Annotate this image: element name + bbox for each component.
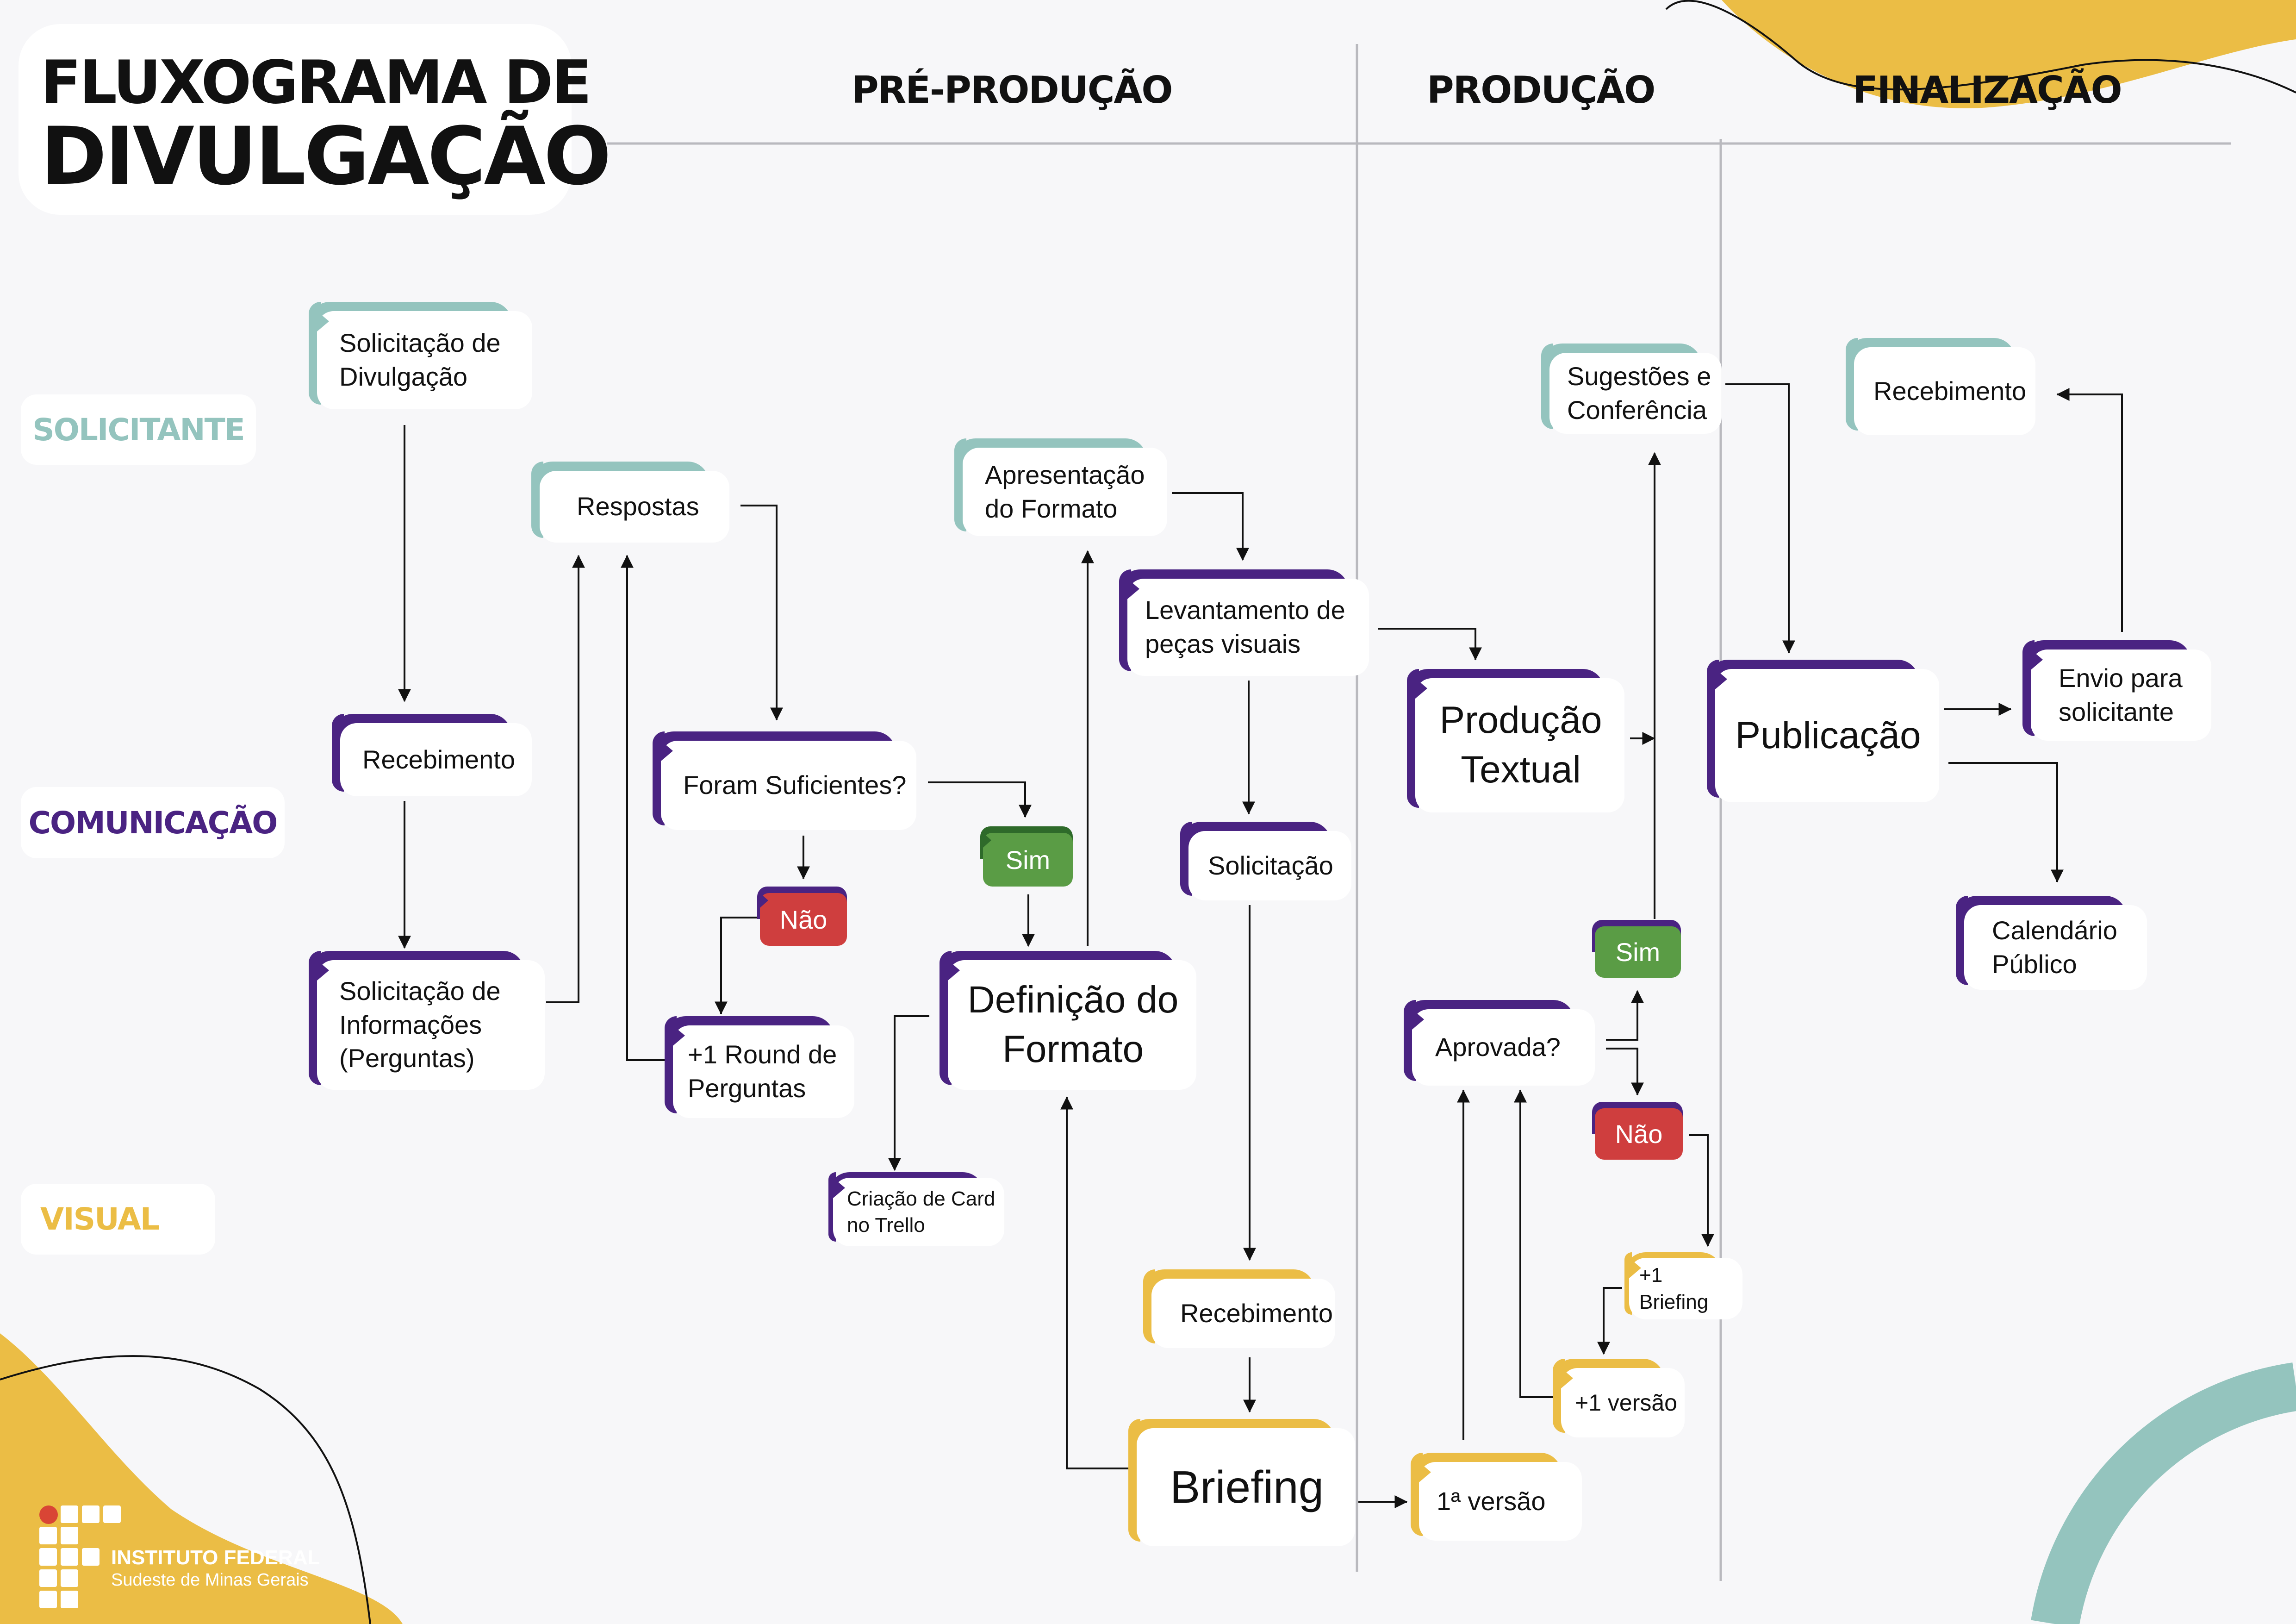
node-calendario-publico: Calendário Público	[1956, 896, 2147, 990]
arrow-mais-versao-aprovada	[1514, 1089, 1553, 1398]
arrow-envio-recebimento	[2056, 388, 2123, 632]
node-foram-suficientes: Foram Suficientes?	[653, 731, 916, 830]
arrow-levantamento-producao	[1378, 628, 1482, 661]
phase-producao: PRODUÇÃO	[1427, 69, 1655, 112]
title-line-1: FLUXOGRAMA DE	[41, 48, 592, 117]
node-mais-briefing: +1 Briefing	[1624, 1252, 1742, 1319]
arrow-apresentacao-levantamento	[1172, 492, 1249, 561]
pill-sim-2: Sim	[1592, 920, 1681, 978]
logo-institution-name: INSTITUTO FEDERAL	[111, 1546, 320, 1569]
node-mais-versao: +1 versão	[1553, 1359, 1685, 1437]
bottom-left-curve	[0, 1355, 371, 1624]
arrow-aprovada-sim	[1606, 990, 1644, 1041]
node-apresentacao-formato: Apresentação do Formato	[954, 438, 1167, 536]
arrow-foram-sim	[928, 781, 1032, 818]
pill-nao-1: Não	[757, 887, 847, 946]
arrow-aprovada-nao	[1606, 1048, 1644, 1096]
bottom-right-arc	[2031, 1362, 2296, 1624]
arrow-mais-briefing-mais-versao	[1597, 1287, 1622, 1355]
node-envio-solicitante: Envio para solicitante	[2022, 640, 2211, 741]
arrow-round-respostas	[621, 555, 665, 1061]
pill-sim-1: Sim	[980, 826, 1073, 887]
phase-finalizacao: FINALIZAÇÃO	[1853, 69, 2122, 112]
node-solicitacao-divulgacao: Solicitação de Divulgação	[309, 302, 532, 409]
node-recebimento-comunicacao: Recebimento	[332, 714, 532, 796]
title-card: FLUXOGRAMA DE DIVULGAÇÃO	[19, 24, 611, 215]
lane-comunicacao: COMUNICAÇÃO	[21, 787, 285, 858]
node-criacao-card: Criação de Card no Trello	[828, 1172, 1004, 1246]
node-recebimento-solicitante: Recebimento	[1846, 338, 2035, 435]
lane-visual: VISUAL	[21, 1184, 215, 1255]
bottom-left-blob	[0, 1333, 403, 1624]
node-solicitacao-informacoes: Solicitação de Informações (Perguntas)	[309, 951, 545, 1090]
top-right-blob	[1722, 0, 2296, 108]
arrow-definicao-card	[888, 1015, 929, 1171]
node-briefing: Briefing	[1128, 1419, 1355, 1546]
logo-campus-name: Sudeste de Minas Gerais	[111, 1570, 309, 1590]
arrow-solicitacaoinfo-respostas	[546, 555, 585, 1003]
node-definicao-formato: Definição do Formato	[940, 951, 1196, 1090]
title-line-2: DIVULGAÇÃO	[41, 110, 611, 203]
arrow-nao-round	[715, 917, 764, 1015]
pill-nao-2: Não	[1592, 1102, 1683, 1160]
node-publicacao: Publicação	[1707, 660, 1939, 802]
node-primeira-versao: 1ª versão	[1411, 1453, 1582, 1541]
arrow-sugestoes-publicacao	[1725, 383, 1795, 654]
arrow-nao-mais-briefing	[1689, 1134, 1714, 1247]
arrow-briefing-definicao	[1060, 1096, 1132, 1469]
node-respostas: Respostas	[531, 462, 729, 543]
arrow-publicacao-calendario	[1948, 762, 2064, 883]
arrow-respostas-foram	[740, 505, 783, 721]
node-sugestoes-conferencia: Sugestões e Conferência	[1541, 344, 1722, 434]
phase-pre-producao: PRÉ-PRODUÇÃO	[852, 69, 1173, 112]
node-solicitacao: Solicitação	[1180, 822, 1351, 900]
top-right-curve	[1665, 0, 2296, 94]
node-levantamento-pecas: Levantamento de peças visuais	[1119, 569, 1369, 676]
node-producao-textual: Produção Textual	[1407, 669, 1624, 812]
node-aprovada: Aprovada?	[1404, 1000, 1595, 1086]
node-round-perguntas: +1 Round de Perguntas	[665, 1016, 854, 1118]
lane-solicitante: SOLICITANTE	[21, 394, 256, 465]
node-recebimento-visual: Recebimento	[1143, 1269, 1335, 1348]
